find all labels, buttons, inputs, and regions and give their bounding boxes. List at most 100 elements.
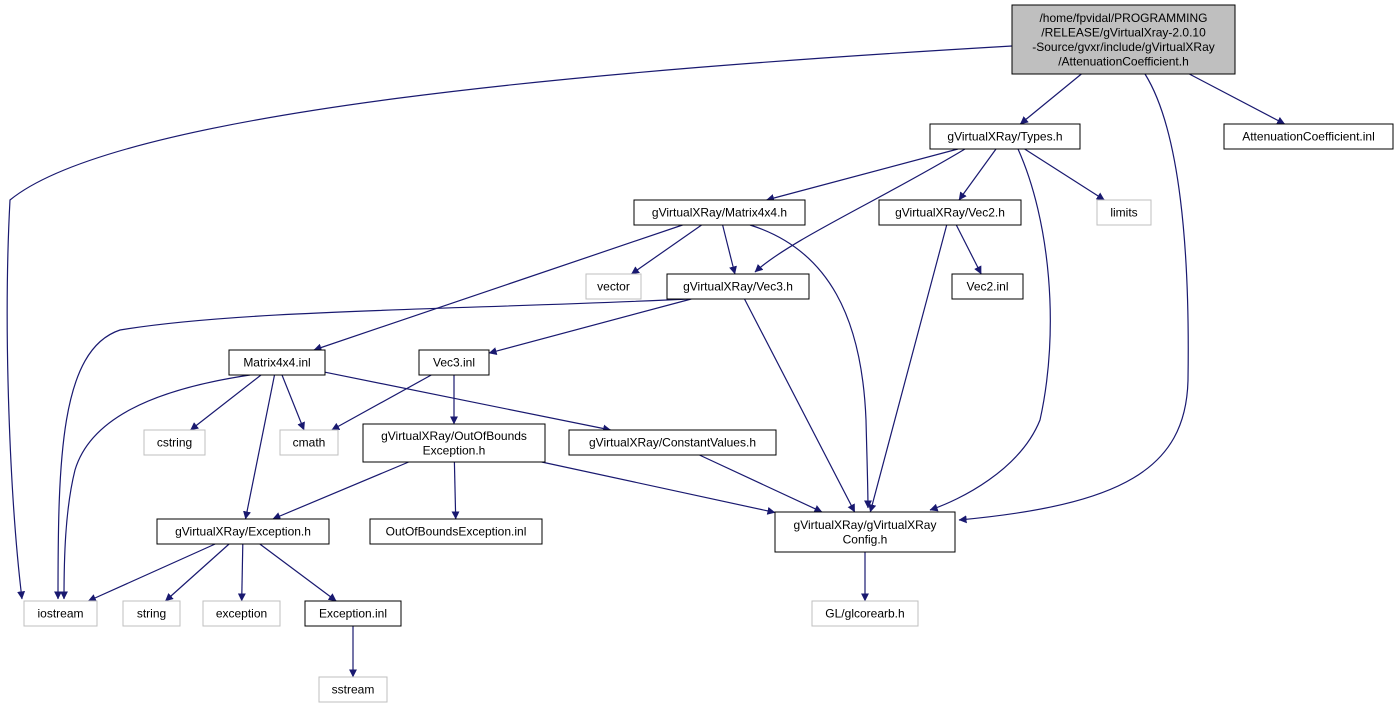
node-label-config-line-0: gVirtualXRay/gVirtualXRay [794, 518, 937, 532]
node-label-cmath-line-0: cmath [293, 436, 326, 450]
node-types[interactable]: gVirtualXRay/Types.h [929, 123, 1081, 150]
node-string: string [122, 600, 181, 627]
edge-types-to-vec2 [958, 148, 997, 201]
node-label-root-line-1: /RELEASE/gVirtualXray-2.0.10 [1041, 25, 1206, 39]
edge-oob-to-exch [272, 461, 409, 520]
node-exception: exception [202, 600, 281, 627]
node-vec2inl[interactable]: Vec2.inl [951, 273, 1024, 300]
node-box-constv [568, 429, 777, 456]
node-cstring: cstring [143, 429, 206, 456]
node-label-limits-line-0: limits [1110, 206, 1137, 220]
node-label-attinl-line-0: AttenuationCoefficient.inl [1242, 130, 1375, 144]
node-label-mat4-line-0: gVirtualXRay/Matrix4x4.h [652, 206, 787, 220]
edge-exch-to-string [164, 543, 230, 602]
node-box-oobinl [369, 518, 543, 545]
node-label-oob-line-0: gVirtualXRay/OutOfBounds [381, 429, 527, 443]
node-limits: limits [1096, 199, 1152, 226]
edge-mat4inl-to-exch [243, 374, 276, 520]
edge-mat4inl-to-iostream [60, 374, 251, 600]
node-oob[interactable]: gVirtualXRay/OutOfBoundsException.h [362, 423, 546, 463]
node-label-config-line-1: Config.h [843, 532, 888, 546]
node-attinl[interactable]: AttenuationCoefficient.inl [1223, 123, 1394, 150]
edge-exch-to-iostream [87, 543, 216, 602]
node-label-root-line-2: -Source/gvxr/include/gVirtualXRay [1032, 40, 1215, 54]
node-box-sstream [318, 676, 388, 703]
edge-vec3-to-vec3inl [488, 298, 692, 356]
node-mat4inl[interactable]: Matrix4x4.inl [228, 349, 326, 376]
node-iostream: iostream [23, 600, 98, 627]
node-cmath: cmath [279, 429, 339, 456]
node-exch[interactable]: gVirtualXRay/Exception.h [156, 518, 330, 545]
edge-oob-to-config [541, 461, 776, 515]
edges-layer [6, 45, 1286, 678]
edge-types-to-limits [1024, 148, 1105, 201]
node-vec3inl[interactable]: Vec3.inl [418, 349, 490, 376]
node-label-glcore-line-0: GL/glcorearb.h [825, 607, 904, 621]
node-label-vector-line-0: vector [597, 280, 630, 294]
edge-types-to-config [929, 148, 1051, 512]
node-label-vec2inl-line-0: Vec2.inl [966, 280, 1008, 294]
node-label-constv-line-0: gVirtualXRay/ConstantValues.h [589, 436, 756, 450]
edge-vec3-to-iostream [54, 298, 691, 600]
edge-types-to-vec3 [754, 148, 966, 273]
edge-mat4inl-to-constv [324, 371, 612, 433]
node-box-mat4inl [228, 349, 326, 376]
node-label-excinl-line-0: Exception.inl [319, 607, 387, 621]
node-box-vector [585, 273, 642, 300]
edge-mat4inl-to-cmath [281, 374, 305, 431]
node-vec2[interactable]: gVirtualXRay/Vec2.h [878, 199, 1022, 226]
edge-root-to-attinl [1189, 73, 1286, 125]
node-label-exception-line-0: exception [216, 607, 267, 621]
node-constv[interactable]: gVirtualXRay/ConstantValues.h [568, 429, 777, 456]
node-label-string-line-0: string [137, 607, 166, 621]
node-label-oobinl-line-0: OutOfBoundsException.inl [386, 525, 527, 539]
node-box-oob [362, 423, 546, 463]
edge-root-to-types [1019, 73, 1082, 125]
node-label-root-line-3: /AttenuationCoefficient.h [1058, 54, 1189, 68]
node-box-excinl [304, 600, 402, 627]
node-box-vec3inl [418, 349, 490, 376]
node-box-cstring [143, 429, 206, 456]
node-label-oob-line-1: Exception.h [423, 443, 486, 457]
node-vec3[interactable]: gVirtualXRay/Vec3.h [666, 273, 810, 300]
edge-mat4-to-vector [631, 224, 702, 275]
node-box-string [122, 600, 181, 627]
node-box-exception [202, 600, 281, 627]
node-box-limits [1096, 199, 1152, 226]
edge-vec3inl-to-cmath [331, 374, 432, 431]
node-box-vec3 [666, 273, 810, 300]
edge-vec3-to-config [743, 298, 856, 513]
node-label-root-line-0: /home/fpvidal/PROGRAMMING [1039, 11, 1207, 25]
edge-vec2-to-vec2inl [955, 224, 982, 275]
edge-constv-to-config [699, 454, 823, 513]
edge-mat4-to-config [749, 224, 872, 509]
node-label-sstream-line-0: sstream [332, 683, 375, 697]
node-label-vec2-line-0: gVirtualXRay/Vec2.h [895, 206, 1005, 220]
nodes-layer: /home/fpvidal/PROGRAMMING/RELEASE/gVirtu… [23, 4, 1394, 703]
edge-exch-to-exception [237, 543, 246, 602]
node-mat4[interactable]: gVirtualXRay/Matrix4x4.h [633, 199, 806, 226]
edge-root-to-iostream [6, 45, 1013, 600]
edge-vec2-to-config [868, 224, 948, 513]
node-box-attinl [1223, 123, 1394, 150]
node-box-config [774, 511, 956, 553]
node-label-vec3inl-line-0: Vec3.inl [433, 356, 475, 370]
node-label-iostream-line-0: iostream [37, 607, 83, 621]
node-box-exch [156, 518, 330, 545]
node-label-types-line-0: gVirtualXRay/Types.h [947, 130, 1062, 144]
node-vector: vector [585, 273, 642, 300]
node-box-types [929, 123, 1081, 150]
node-excinl[interactable]: Exception.inl [304, 600, 402, 627]
node-label-mat4inl-line-0: Matrix4x4.inl [243, 356, 310, 370]
node-root[interactable]: /home/fpvidal/PROGRAMMING/RELEASE/gVirtu… [1011, 4, 1236, 75]
edge-root-to-config [958, 73, 1189, 524]
edge-mat4inl-to-cstring [190, 374, 262, 431]
node-sstream: sstream [318, 676, 388, 703]
node-box-vec2 [878, 199, 1022, 226]
edge-oob-to-oobinl [451, 461, 460, 520]
edge-mat4-to-mat4inl [313, 224, 683, 352]
node-oobinl[interactable]: OutOfBoundsException.inl [369, 518, 543, 545]
